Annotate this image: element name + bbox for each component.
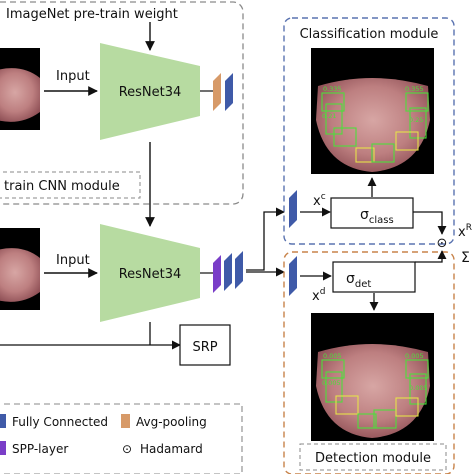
train-cnn-module-label: train CNN module [4,179,120,194]
legend-swatch-spp-layer [0,441,6,455]
bottom-input-image [0,228,40,310]
det-box-label-2: 0.005 [405,352,424,360]
detection-result-image: 0.005 0.005 0.005 0.005 [311,313,434,441]
detection-module-title: Detection module [315,451,431,466]
top-resnet-block [100,43,200,140]
detection-module-frame [283,251,455,474]
classification-fc-block [289,190,297,228]
class-box-label-4: 0.25 [409,116,423,124]
sigma-det-label: σdet [346,271,371,290]
legend-swatch-fully-connected [0,414,6,428]
sum-operator: Σ [461,250,470,266]
detection-fc-block [289,256,297,296]
legend-label-avg-pooling: Avg-pooling [136,415,207,429]
sigma-det-box [332,261,416,293]
det-box-label-1: 0.005 [323,352,342,360]
legend-label-hadamard: Hadamard [140,442,203,456]
bottom-fc-block-2 [235,251,243,289]
legend: Fully Connected Avg-pooling SPP-layer ⊙ … [0,414,207,456]
classification-result-image: 0.335 0.355 0.21 0.25 [311,48,434,174]
det-box-label-4: 0.005 [409,384,428,392]
detection-title-box [299,443,447,471]
branch-to-classification [246,207,285,271]
pretrain-module-frame [0,1,244,205]
srp-label: SRP [192,340,217,355]
srp-box [179,324,231,366]
sigma-class-box [330,197,414,229]
bottom-fc-block-1 [224,253,232,291]
det-box-label-3: 0.005 [322,379,341,387]
top-avgpool-block [213,73,221,111]
class-box-label-1: 0.335 [323,85,342,93]
top-input-label: Input [56,69,90,84]
sigma-class-to-hadamard [413,211,447,235]
class-feature-var: xc [313,192,326,209]
hadamard-operator: ⊙ [437,236,448,251]
det-feature-sup: d [320,287,326,297]
class-box-label-3: 0.21 [322,112,336,120]
class-box-label-2: 0.355 [405,85,424,93]
spp-layer-block [213,255,221,293]
bottom-input-label: Input [56,253,90,268]
legend-hadamard-icon: ⊙ [122,442,132,456]
classification-module-frame [283,17,455,245]
legend-label-fully-connected: Fully Connected [12,415,108,429]
legend-swatch-avg-pooling [121,414,130,428]
top-fc-block [225,73,233,111]
class-feature-sup: c [321,192,326,202]
top-resnet-label: ResNet34 [119,85,182,100]
bottom-resnet-block [100,224,200,322]
det-feature-var: xd [312,287,325,304]
sigma-det-to-hadamard [415,250,447,263]
output-var: xR [458,223,472,240]
legend-frame [0,403,243,474]
top-input-image [0,48,40,130]
pretrain-weight-label: ImageNet pre-train weight [6,7,178,22]
bottom-resnet-label: ResNet34 [119,267,182,282]
legend-label-spp-layer: SPP-layer [12,442,68,456]
sigma-class-label: σclass [360,207,394,226]
classification-module-title: Classification module [300,27,439,42]
train-cnn-label-box [0,171,141,199]
